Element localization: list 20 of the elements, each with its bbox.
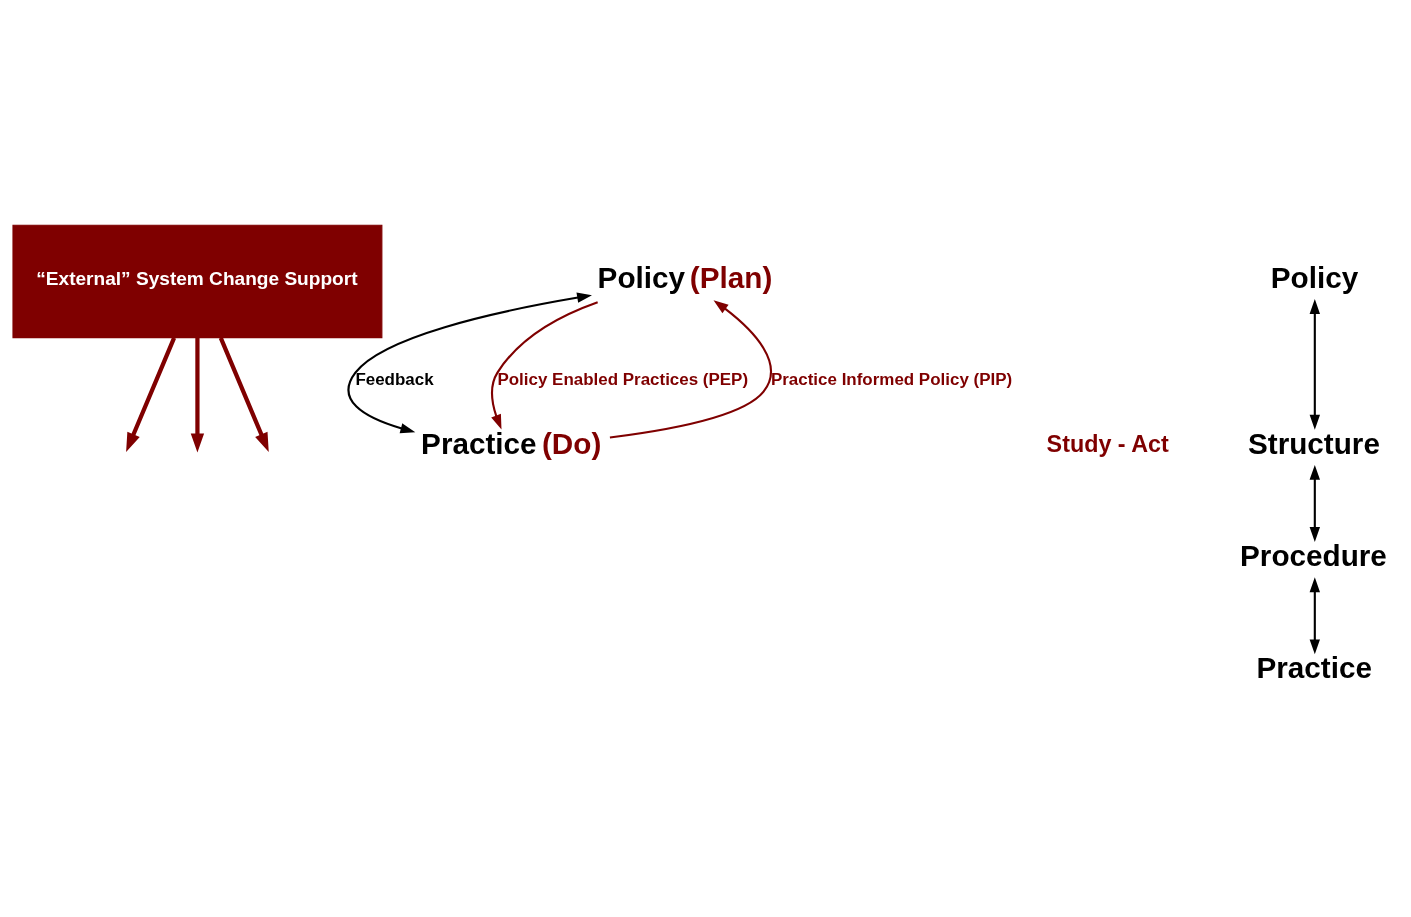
node-text: Practice [1256,650,1372,684]
edge-label: Policy Enabled Practices (PEP) [497,369,749,389]
arrow [126,336,177,452]
arrow [1309,298,1320,430]
arrow [491,300,598,429]
label: Study - Act [1046,430,1169,457]
edge-label: Practice Informed Policy (PIP) [770,369,1013,389]
arrow [609,299,772,439]
node-box: “External” System Change Support [12,224,383,338]
node-text: Policy (Plan) [597,260,773,294]
arrow [1309,464,1320,542]
node-text: Structure [1248,426,1380,460]
node-text: Policy [1270,260,1359,294]
arrow [347,292,592,433]
arrow [218,336,269,452]
edge-label: Feedback [355,369,434,389]
arrow [190,337,205,452]
node-text: Procedure [1240,538,1387,572]
arrow [1309,576,1320,654]
node-text: Practice (Do) [421,426,602,460]
